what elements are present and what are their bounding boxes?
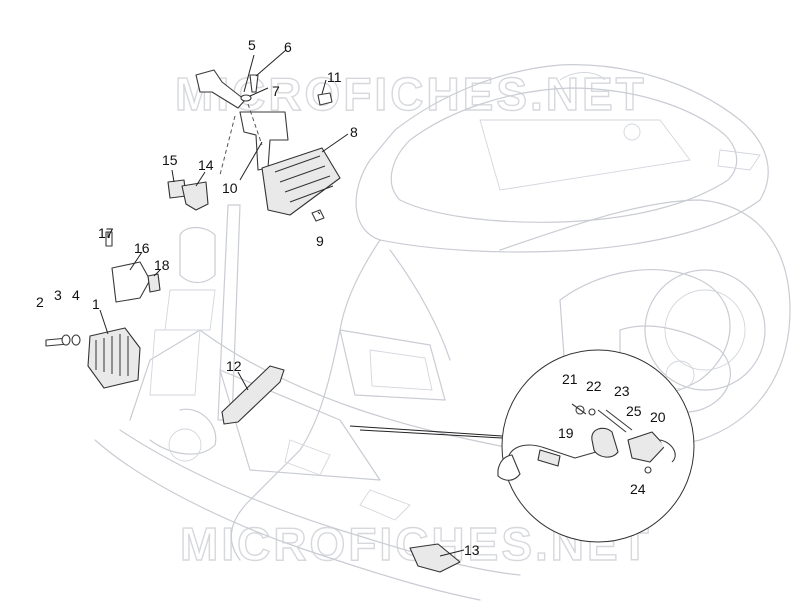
callout-3: 3 [54, 287, 62, 303]
part-13-cover [409, 543, 461, 573]
scooter-frame-ghost [94, 64, 791, 601]
callout-16: 16 [134, 240, 150, 256]
callout-7: 7 [272, 83, 280, 99]
callout-17: 17 [98, 225, 114, 241]
part-6-bolt [249, 74, 259, 93]
callout-20: 20 [650, 409, 666, 425]
callout-15: 15 [162, 152, 178, 168]
callout-9: 9 [316, 233, 324, 249]
callout-leaders [99, 49, 465, 557]
callout-8: 8 [350, 124, 358, 140]
callout-13: 13 [464, 542, 480, 558]
callout-5: 5 [248, 37, 256, 53]
part-18-clip [147, 273, 161, 293]
callout-21: 21 [562, 371, 578, 387]
part-4-nut [71, 334, 81, 346]
callout-11: 11 [327, 69, 342, 85]
callout-labels: 1 2 3 4 5 6 7 8 9 10 11 12 13 14 15 16 1… [36, 37, 666, 558]
part-14-mount [181, 181, 209, 211]
callout-12: 12 [226, 358, 242, 374]
callout-6: 6 [284, 39, 292, 55]
callout-10: 10 [222, 180, 238, 196]
part-12-cover [221, 365, 285, 425]
callout-1: 1 [92, 296, 100, 312]
part-3-washer [61, 334, 71, 346]
part-9-nut [311, 209, 325, 222]
part-1-voltage-regulator [87, 327, 141, 389]
detail-inset [349, 349, 695, 543]
callout-23: 23 [614, 383, 630, 399]
callout-2: 2 [36, 294, 44, 310]
callout-19: 19 [558, 425, 574, 441]
callout-24: 24 [630, 481, 646, 497]
callout-14: 14 [198, 157, 214, 173]
callout-18: 18 [154, 257, 170, 273]
part-8-cdi-unit [261, 147, 341, 216]
part-7-washer [240, 94, 252, 102]
callout-22: 22 [586, 378, 602, 394]
part-5-bracket [195, 69, 246, 109]
callout-4: 4 [72, 287, 80, 303]
callout-25: 25 [626, 403, 642, 419]
part-11-bolt [317, 92, 333, 106]
part-16-plate [111, 261, 151, 303]
